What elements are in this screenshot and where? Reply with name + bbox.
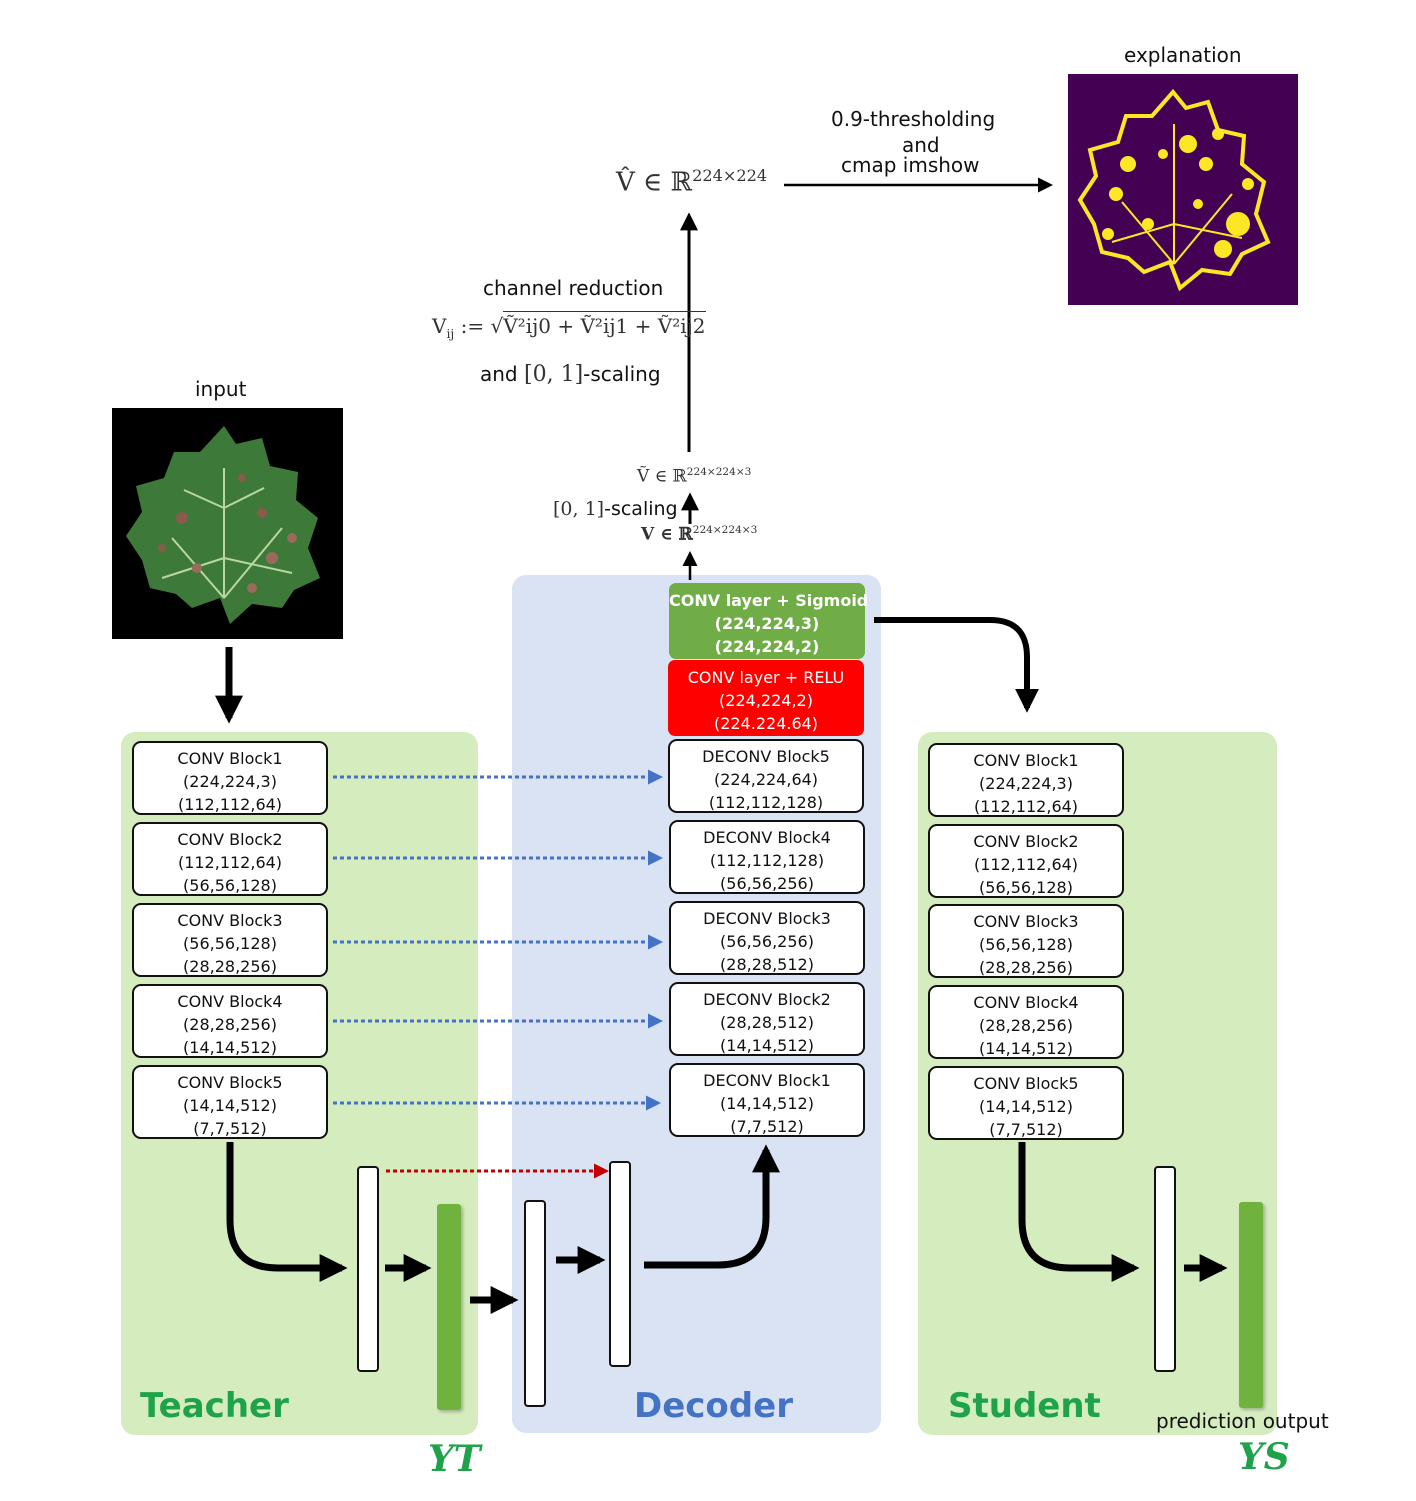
v-math: V ∈ ℝ224×224×3 bbox=[641, 524, 758, 545]
decoder-deconv-block1: DECONV Block1(14,14,512)(7,7,512) bbox=[669, 1063, 865, 1137]
decoder-deconv-block2: DECONV Block2(28,28,512)(14,14,512) bbox=[669, 982, 865, 1056]
teacher-output-bar bbox=[437, 1204, 461, 1410]
channel-reduction-formula: Vij := √Ṽ²ij0 + Ṽ²ij1 + Ṽ²ij2 bbox=[432, 311, 706, 341]
teacher-conv-block1: CONV Block1(224,224,3)(112,112,64) bbox=[132, 741, 328, 815]
conv-relu-layer: CONV layer + RELU (224,224,2) (224.224.6… bbox=[668, 660, 864, 736]
teacher-conv-block2: CONV Block2(112,112,64)(56,56,128) bbox=[132, 822, 328, 896]
channel-reduction-title: channel reduction bbox=[483, 276, 664, 300]
decoder-to-student-arrow bbox=[874, 617, 1039, 713]
decoder-label: Decoder bbox=[634, 1386, 793, 1426]
conv-sigmoid-layer: CONV layer + Sigmoid (224,224,3) (224,22… bbox=[669, 583, 868, 659]
teacher-conv-block4: CONV Block4(28,28,256)(14,14,512) bbox=[132, 984, 328, 1058]
decoder-latent-bar bbox=[609, 1161, 631, 1367]
teacher-conv-block3: CONV Block3(56,56,128)(28,28,256) bbox=[132, 903, 328, 977]
student-output-bar bbox=[1239, 1202, 1263, 1408]
teacher-output-label: YT bbox=[428, 1438, 481, 1480]
threshold-text-line1: 0.9-thresholding bbox=[831, 107, 996, 131]
teacher-label: Teacher bbox=[140, 1386, 289, 1426]
sqrt-sign: √ bbox=[490, 314, 504, 338]
student-conv-block1: CONV Block1(224,224,3)(112,112,64) bbox=[928, 743, 1124, 817]
student-conv-block4: CONV Block4(28,28,256)(14,14,512) bbox=[928, 985, 1124, 1059]
student-conv-block3: CONV Block3(56,56,128)(28,28,256) bbox=[928, 904, 1124, 978]
student-conv-block2: CONV Block2(112,112,64)(56,56,128) bbox=[928, 824, 1124, 898]
threshold-text-line2: and bbox=[902, 133, 940, 157]
decoder-deconv-block3: DECONV Block3(56,56,256)(28,28,512) bbox=[669, 901, 865, 975]
input-leaf-image bbox=[112, 408, 343, 639]
prediction-output-label: prediction output bbox=[1156, 1409, 1329, 1433]
threshold-text-line3: cmap imshow bbox=[841, 153, 980, 177]
student-output-label: YS bbox=[1238, 1436, 1290, 1478]
teacher-curve-arrow bbox=[226, 1142, 348, 1282]
explanation-heatmap-image bbox=[1068, 74, 1298, 305]
decoder-up-curve-arrow bbox=[644, 1144, 780, 1269]
student-label: Student bbox=[948, 1386, 1101, 1426]
teacher-conv-block5: CONV Block5(14,14,512)(7,7,512) bbox=[132, 1065, 328, 1139]
explanation-label: explanation bbox=[1124, 43, 1242, 67]
input-label: input bbox=[195, 377, 247, 401]
decoder-deconv-block4: DECONV Block4(112,112,128)(56,56,256) bbox=[669, 820, 865, 894]
channel-reduction-scaling: and [0, 1]-scaling bbox=[480, 362, 661, 387]
student-dense-bar bbox=[1154, 1166, 1176, 1372]
scaling01-label: [0, 1]-scaling bbox=[553, 498, 678, 520]
decoder-deconv-block5: DECONV Block5(224,224,64)(112,112,128) bbox=[668, 739, 864, 813]
student-conv-block5: CONV Block5(14,14,512)(7,7,512) bbox=[928, 1066, 1124, 1140]
student-curve-arrow bbox=[1018, 1142, 1140, 1282]
vtilde-math: Ṽ ∈ ℝ224×224×3 bbox=[637, 466, 752, 487]
teacher-dense-bar bbox=[357, 1166, 379, 1372]
vhat-math: V̂ ∈ ℝ224×224 bbox=[616, 166, 768, 198]
decoder-input-bar bbox=[524, 1200, 546, 1407]
